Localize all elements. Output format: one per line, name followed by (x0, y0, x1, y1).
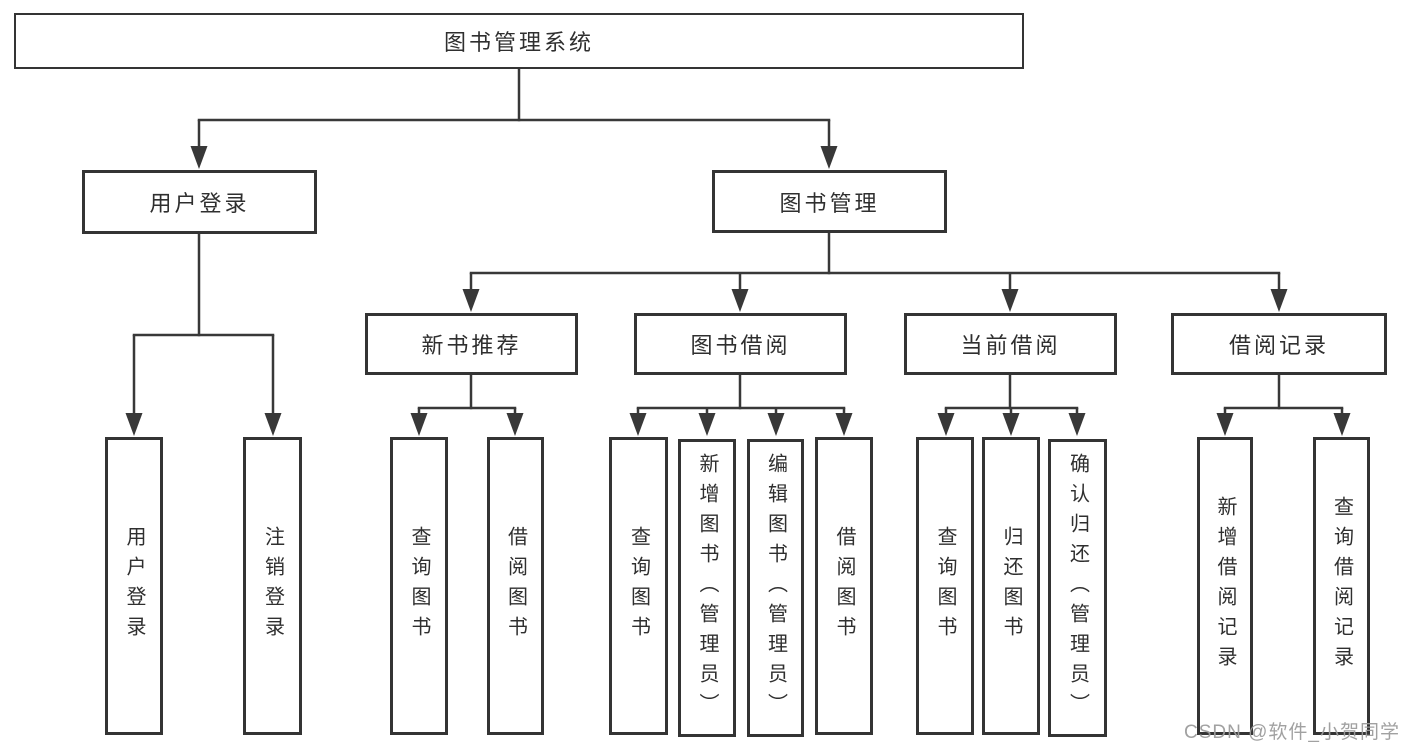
node-book-management-label: 图书管理 (779, 190, 880, 216)
leaf-query-books-current-label: 查询图书 (934, 526, 956, 646)
node-user-login-label: 用户登录 (149, 191, 250, 216)
leaf-add-book-admin-label: 新增图书（管理员） (696, 453, 718, 723)
leaf-borrow-books-recommend-label: 借阅图书 (504, 526, 527, 646)
node-book-borrowing: 图书借阅 (634, 313, 847, 375)
leaf-edit-book-admin: 编辑图书（管理员） (747, 439, 804, 737)
leaf-user-login: 用户登录 (105, 437, 163, 735)
watermark: CSDN @软件_小贺同学 (1184, 722, 1400, 743)
leaf-return-book-label: 归还图书 (1000, 526, 1022, 646)
node-book-borrowing-label: 图书借阅 (690, 333, 791, 358)
leaf-logout: 注销登录 (243, 437, 302, 735)
arrowheads (125, 146, 1351, 436)
leaf-query-books-borrowing: 查询图书 (609, 437, 668, 735)
leaf-query-books-recommend: 查询图书 (390, 437, 448, 735)
leaf-query-books-borrowing-label: 查询图书 (627, 526, 650, 646)
node-current-borrowing-label: 当前借阅 (960, 333, 1061, 358)
node-current-borrowing: 当前借阅 (904, 313, 1117, 375)
leaf-confirm-return-admin: 确认归还（管理员） (1048, 439, 1107, 737)
leaf-add-borrow-record-label: 新增借阅记录 (1214, 496, 1236, 676)
node-borrowing-records: 借阅记录 (1171, 313, 1387, 375)
leaf-borrow-books-borrowing: 借阅图书 (815, 437, 873, 735)
leaf-user-login-label: 用户登录 (123, 526, 145, 646)
node-new-book-recommend: 新书推荐 (365, 313, 578, 375)
leaf-query-books-current: 查询图书 (916, 437, 974, 735)
node-borrowing-records-label: 借阅记录 (1228, 333, 1329, 358)
leaf-add-borrow-record: 新增借阅记录 (1197, 437, 1253, 735)
leaf-logout-label: 注销登录 (261, 526, 284, 646)
leaf-query-borrow-record: 查询借阅记录 (1313, 437, 1370, 735)
leaf-add-book-admin: 新增图书（管理员） (678, 439, 736, 737)
node-library-system: 图书管理系统 (14, 13, 1024, 69)
leaf-return-book: 归还图书 (982, 437, 1040, 735)
node-book-management: 图书管理 (712, 170, 947, 233)
node-user-login: 用户登录 (82, 170, 317, 234)
leaf-confirm-return-admin-label: 确认归还（管理员） (1066, 453, 1089, 723)
leaf-borrow-books-borrowing-label: 借阅图书 (833, 526, 855, 646)
leaf-query-borrow-record-label: 查询借阅记录 (1330, 496, 1353, 676)
leaf-query-books-recommend-label: 查询图书 (408, 526, 430, 646)
node-library-system-label: 图书管理系统 (443, 30, 594, 55)
node-new-book-recommend-label: 新书推荐 (421, 333, 522, 358)
leaf-borrow-books-recommend: 借阅图书 (487, 437, 544, 735)
leaf-edit-book-admin-label: 编辑图书（管理员） (764, 453, 787, 723)
